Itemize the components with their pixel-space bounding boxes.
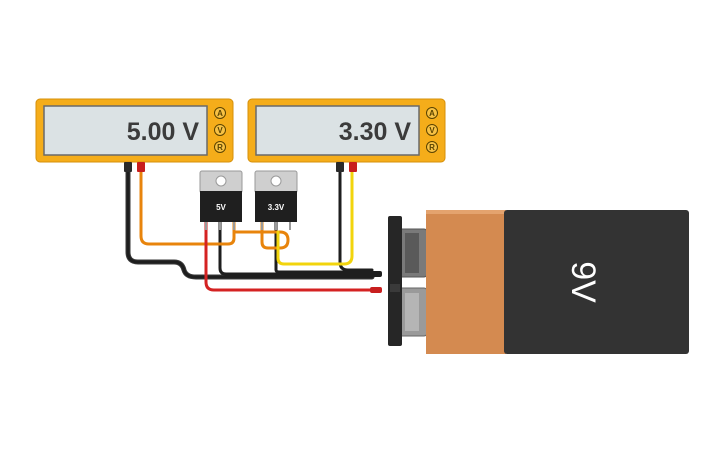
battery-label: 9V bbox=[564, 261, 602, 303]
meter-reading: 5.00 V bbox=[127, 118, 200, 146]
battery-9v[interactable]: 9V bbox=[388, 210, 689, 354]
mode-r-label: R bbox=[217, 143, 223, 152]
wire-reg-link-orange[interactable] bbox=[234, 218, 290, 250]
multimeter-2[interactable]: 3.30 V A V R bbox=[247, 98, 446, 172]
mode-a-button[interactable] bbox=[426, 107, 438, 119]
regulator-mount-hole bbox=[270, 175, 282, 187]
mode-r-button[interactable] bbox=[214, 141, 226, 153]
regulator-body bbox=[200, 191, 242, 222]
connector-positive[interactable] bbox=[370, 287, 382, 293]
battery-top-band bbox=[426, 210, 506, 354]
probe-red-terminal[interactable] bbox=[349, 162, 357, 172]
mode-v-label: V bbox=[217, 126, 223, 135]
wire-reg2-ground[interactable] bbox=[274, 220, 374, 274]
meter-screen bbox=[255, 105, 420, 156]
voltage-regulator-3v3[interactable]: 3.3V bbox=[254, 170, 298, 230]
mode-v-button[interactable] bbox=[426, 124, 438, 136]
regulator-label: 3.3V bbox=[268, 203, 285, 212]
mode-r-button[interactable] bbox=[426, 141, 438, 153]
mode-buttons: A V R bbox=[426, 107, 438, 153]
mode-v-button[interactable] bbox=[214, 124, 226, 136]
mode-v-label: V bbox=[429, 126, 435, 135]
mode-a-label: A bbox=[217, 109, 223, 118]
wire-meter2-black[interactable] bbox=[338, 170, 374, 272]
wire-meter1-orange[interactable] bbox=[139, 170, 236, 246]
probe-red-terminal[interactable] bbox=[137, 162, 145, 172]
mode-buttons: A V R bbox=[214, 107, 226, 153]
regulator-label: 5V bbox=[216, 203, 226, 212]
mode-a-label: A bbox=[429, 109, 435, 118]
probe-black-terminal[interactable] bbox=[124, 162, 132, 172]
regulator-mount-hole bbox=[215, 175, 227, 187]
wire-meter2-yellow[interactable] bbox=[276, 170, 354, 266]
regulator-body bbox=[255, 191, 297, 222]
connector-negative[interactable] bbox=[370, 271, 382, 277]
multimeter-1[interactable]: 5.00 V A V R bbox=[35, 98, 234, 172]
voltage-regulator-5v[interactable]: 5V bbox=[199, 170, 243, 230]
probe-black-terminal[interactable] bbox=[336, 162, 344, 172]
wire-reg1-ground[interactable] bbox=[218, 220, 374, 276]
wire-battery-red[interactable] bbox=[204, 220, 374, 292]
mode-r-label: R bbox=[429, 143, 435, 152]
meter-reading: 3.30 V bbox=[339, 118, 412, 146]
battery-connector-cap bbox=[388, 216, 402, 346]
wires bbox=[125, 169, 382, 293]
battery-body bbox=[504, 210, 689, 354]
meter-screen bbox=[43, 105, 208, 156]
mode-a-button[interactable] bbox=[214, 107, 226, 119]
